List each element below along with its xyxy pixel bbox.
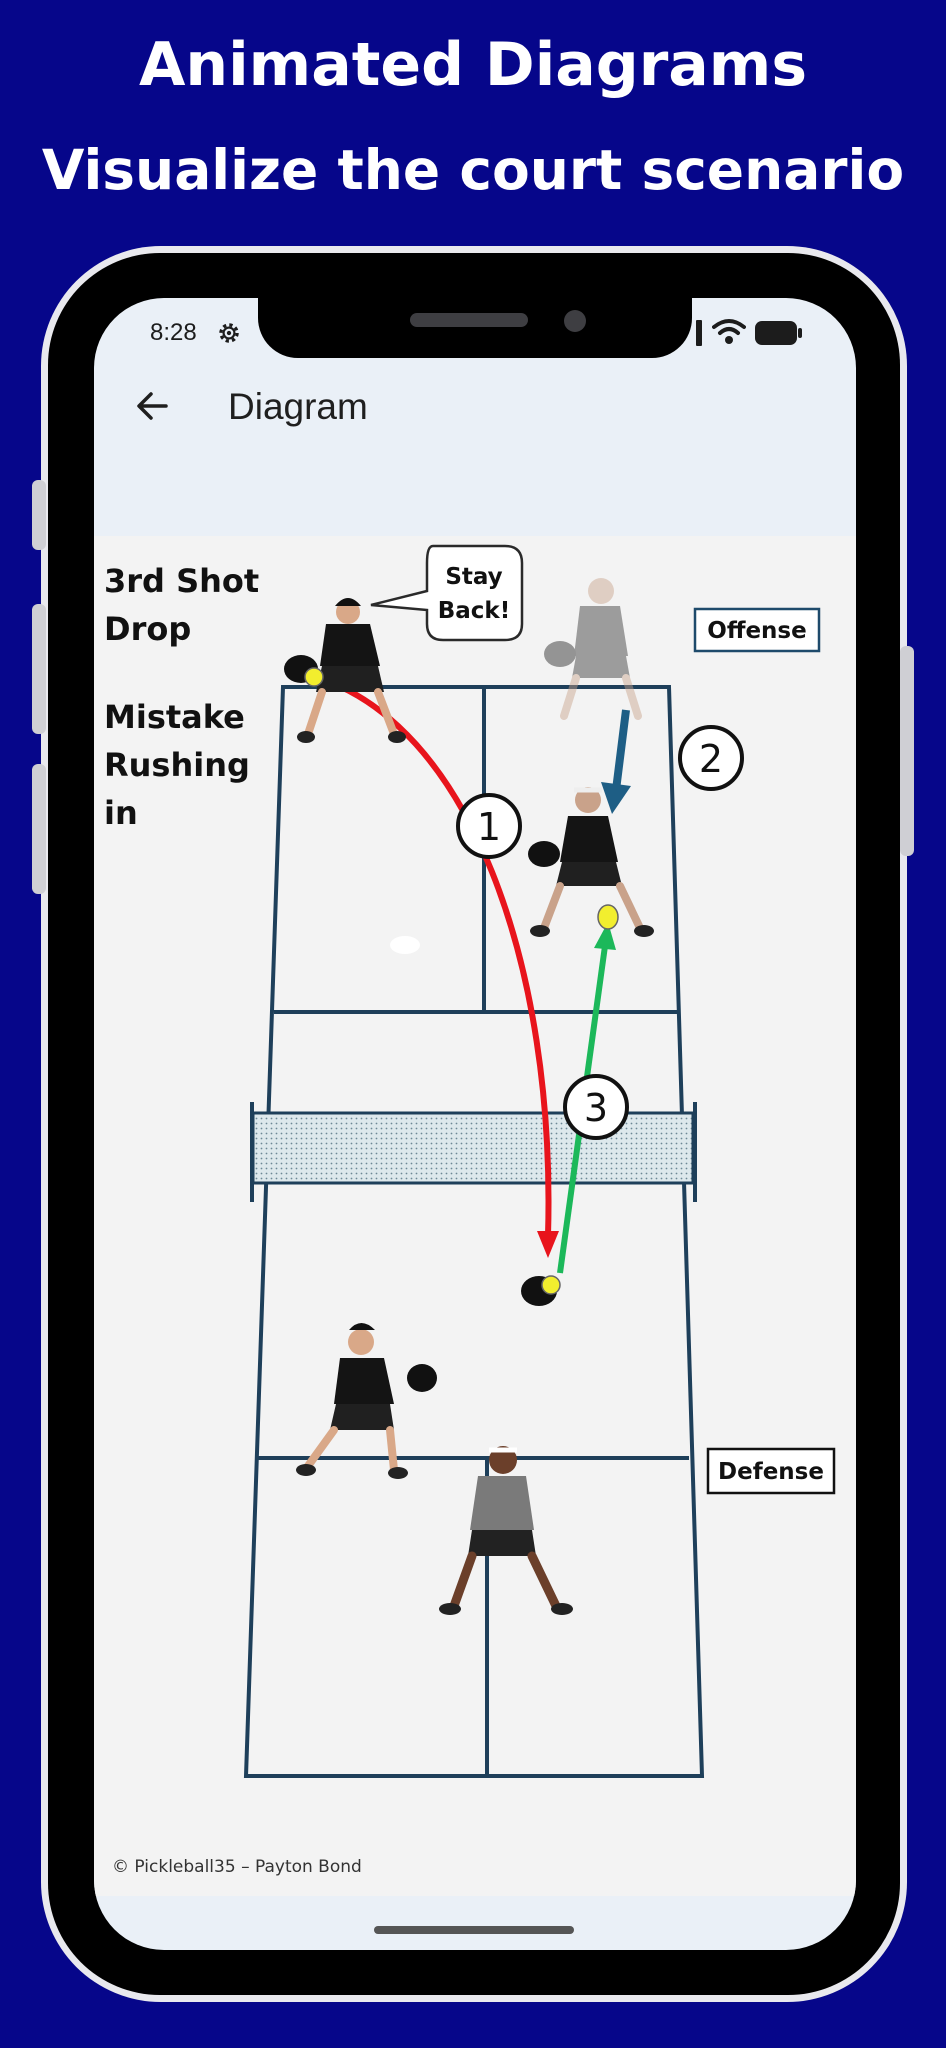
court-lines [243, 685, 705, 1778]
court-diagram: Stay Back! [94, 536, 856, 1896]
earpiece-speaker [410, 313, 528, 327]
green-arrowhead [594, 922, 616, 950]
signal-icon [696, 320, 702, 346]
app-bar: Diagram [94, 358, 856, 458]
blue-move-arrow [612, 709, 630, 791]
player-offense-right-ghost [544, 578, 642, 720]
offense-label: Offense [693, 607, 821, 653]
app-bar-title: Diagram [228, 386, 368, 427]
player-defense-left [296, 1323, 437, 1479]
diagram-subheading-line-1: Mistake [104, 698, 245, 736]
speech-line-2: Back! [438, 598, 510, 624]
status-bar: 8:28 [94, 298, 856, 358]
diagram-subheading-line-2: Rushing [104, 746, 250, 784]
promo-subtitle: Visualize the court scenario [41, 138, 905, 202]
blue-arrowhead [601, 782, 631, 814]
svg-text:2: 2 [699, 737, 723, 781]
step-marker-2: 2 [678, 725, 744, 791]
mute-switch [32, 480, 46, 550]
home-indicator[interactable] [374, 1926, 574, 1934]
court-net [250, 1102, 697, 1202]
speech-line-1: Stay [445, 564, 502, 590]
back-button[interactable] [124, 378, 180, 434]
settings-icon [219, 323, 239, 343]
red-shot-arrow [311, 673, 552, 1237]
player-offense-right [528, 787, 654, 937]
diagram-heading-line-2: Drop [104, 610, 191, 648]
speech-bubble: Stay Back! [370, 544, 524, 642]
back-arrow-icon [137, 392, 168, 420]
screen: 8:28 Diagram [94, 298, 856, 1950]
front-camera [564, 310, 586, 332]
wifi-icon [712, 319, 746, 344]
volume-up-button [32, 604, 46, 734]
player-defense-right [439, 1275, 573, 1615]
player-offense-left [284, 598, 406, 743]
diagram-heading-line-1: 3rd Shot [104, 562, 259, 600]
diagram-subheading-line-3: in [104, 794, 138, 832]
promo-title: Animated Diagrams [138, 30, 808, 100]
battery-icon [755, 321, 802, 345]
defense-label: Defense [706, 1447, 836, 1495]
diagram-credit: © Pickleball35 – Payton Bond [112, 1857, 362, 1877]
svg-text:3: 3 [584, 1086, 608, 1130]
volume-down-button [32, 764, 46, 894]
status-time: 8:28 [150, 319, 197, 346]
svg-text:Defense: Defense [718, 1459, 824, 1485]
power-button [900, 646, 914, 856]
step-marker-1: 1 [456, 793, 522, 859]
step-marker-3: 3 [563, 1074, 629, 1140]
notch [258, 298, 692, 358]
court-spot [390, 936, 420, 954]
court-diagram-svg: Stay Back! [104, 544, 836, 1877]
svg-text:1: 1 [477, 805, 501, 849]
svg-text:Offense: Offense [707, 618, 806, 644]
red-arrowhead [537, 1231, 559, 1258]
